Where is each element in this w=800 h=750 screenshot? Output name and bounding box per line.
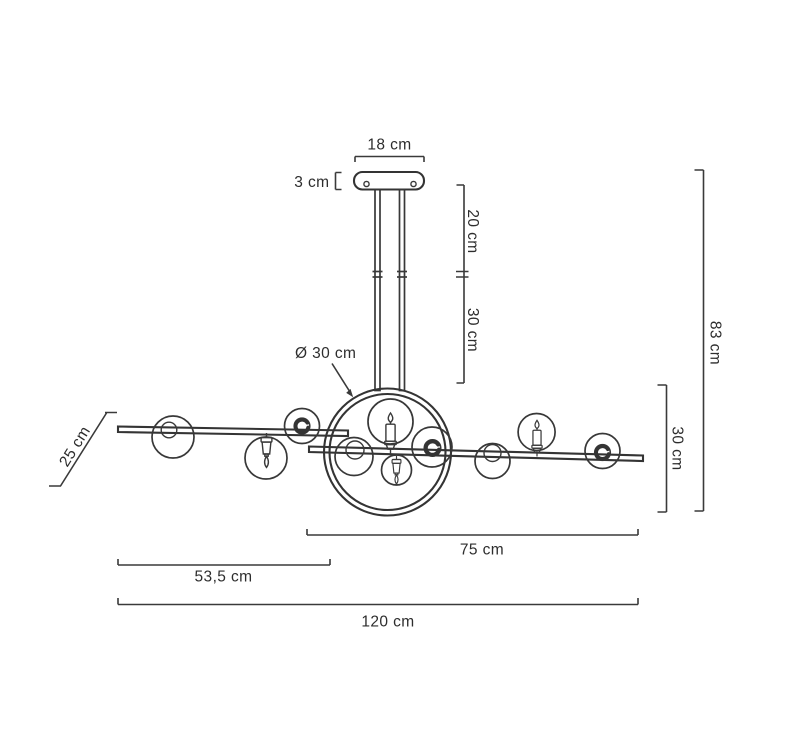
ceiling-canopy xyxy=(352,170,426,191)
globe-back-left xyxy=(151,415,195,459)
dim-label-total-width: 120 cm xyxy=(361,614,414,631)
globe-hanging-left xyxy=(244,432,288,480)
dim-rod-sections: 20 cm 30 cm xyxy=(456,184,481,384)
globe-candle-ring-top xyxy=(367,398,414,455)
globe-candle-ring-bottom xyxy=(380,454,413,486)
socket-back-icon xyxy=(160,421,178,439)
dim-label-back-bar: 53,5 cm xyxy=(195,569,253,586)
arrowhead-icon xyxy=(346,388,354,398)
socket-swirl-icon xyxy=(422,437,443,459)
dim-label-canopy-height: 3 cm xyxy=(294,174,329,191)
dim-canopy-width: 18 cm xyxy=(354,137,425,162)
candle-bulb-down-icon xyxy=(260,432,273,469)
back-bar xyxy=(116,425,350,438)
globe-swirl-right-end xyxy=(584,432,621,470)
glass-globe xyxy=(283,407,321,445)
socket-back-icon xyxy=(345,440,365,460)
front-bar xyxy=(307,445,645,463)
canopy-screw-icon xyxy=(410,180,417,188)
glass-globe xyxy=(517,412,556,452)
socket-swirl-icon xyxy=(592,442,613,463)
dim-back-bar: 53,5 cm xyxy=(117,559,331,586)
globe-back-right xyxy=(474,442,511,480)
dim-label-rod-upper: 20 cm xyxy=(464,209,481,253)
dim-label-front-bar: 75 cm xyxy=(460,542,504,559)
dim-total-width: 120 cm xyxy=(117,598,639,631)
globe-back-ring-left xyxy=(334,436,374,477)
glass-globe xyxy=(474,442,511,480)
glass-globe xyxy=(334,436,374,477)
glass-globe xyxy=(380,454,413,486)
globe-swirl-ring-right xyxy=(411,426,453,468)
dim-depth: 25 cm xyxy=(49,411,117,487)
dim-label-total-height: 83 cm xyxy=(707,321,724,365)
dim-label-body-height: 30 cm xyxy=(669,426,686,470)
glass-globe xyxy=(584,432,621,470)
globe-swirl-back-bar xyxy=(283,407,321,445)
dim-ring-diameter: Ø 30 cm xyxy=(295,345,356,398)
candle-bulb-down-icon xyxy=(391,455,402,485)
dim-label-canopy-width: 18 cm xyxy=(367,137,411,154)
globe-candle-right xyxy=(517,412,556,458)
dim-canopy-height: 3 cm xyxy=(294,171,342,191)
canopy-screw-icon xyxy=(363,180,370,188)
dim-total-height: 83 cm xyxy=(694,169,724,512)
suspension-rods xyxy=(372,188,407,392)
dim-label-ring-diameter: Ø 30 cm xyxy=(295,345,356,362)
socket-back-icon xyxy=(483,443,502,463)
glass-globe xyxy=(151,415,195,459)
socket-swirl-icon xyxy=(292,416,312,436)
dim-front-bar: 75 cm xyxy=(306,529,639,559)
dim-body-height: 30 cm xyxy=(657,384,686,513)
glass-globe xyxy=(411,426,453,468)
dim-label-rod-lower: 30 cm xyxy=(464,308,481,352)
